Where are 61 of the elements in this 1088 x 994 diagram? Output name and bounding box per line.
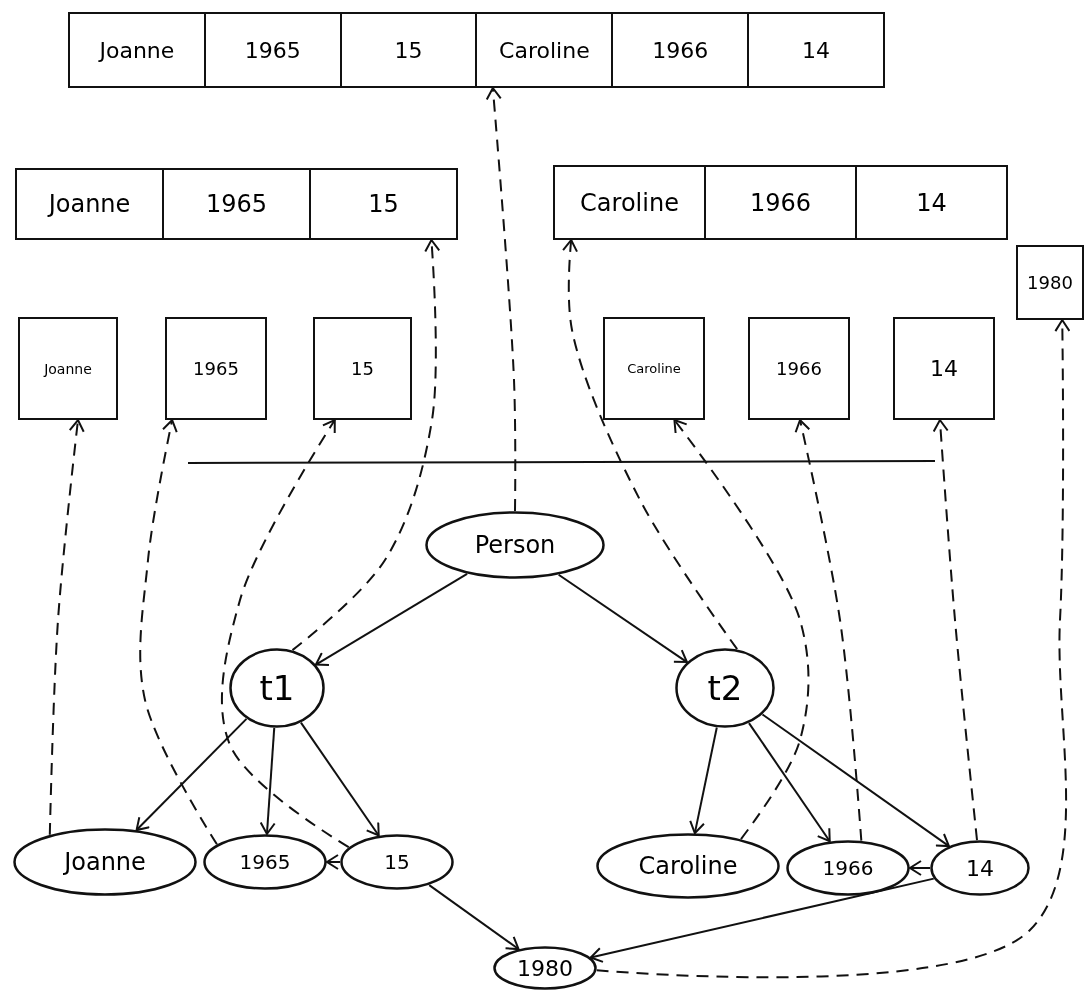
record-table <box>15 168 458 240</box>
table-cell: 1966 <box>706 167 857 238</box>
arrow <box>761 713 950 848</box>
dashed-arrow <box>291 239 441 652</box>
table-cell: Caroline <box>555 167 706 238</box>
dashed-arrow <box>673 419 810 840</box>
arrow <box>557 573 688 664</box>
box-label: Caroline <box>627 361 681 376</box>
node-label: t2 <box>707 668 743 708</box>
dashed-arrow <box>220 419 350 849</box>
record-table <box>553 165 1008 240</box>
table-cell-text: 14 <box>915 187 948 219</box>
table-cell: 1965 <box>205 14 342 86</box>
table-cell: 15 <box>341 14 478 86</box>
record-table <box>68 12 885 88</box>
arrow <box>689 726 718 835</box>
arrow <box>259 726 276 835</box>
dashed-arrow <box>562 239 739 651</box>
arrow <box>299 721 380 837</box>
table-cell: Caroline <box>477 14 614 86</box>
node-label: t1 <box>259 668 295 708</box>
value-box <box>893 317 995 420</box>
node-label: 1980 <box>517 955 573 981</box>
box-label: 1980 <box>1027 272 1073 293</box>
box-label: 14 <box>930 356 958 381</box>
node-label: 1966 <box>822 856 874 880</box>
table-cell: 1965 <box>164 170 311 238</box>
dashed-arrow <box>794 419 863 842</box>
value-box <box>603 317 705 420</box>
value-box <box>748 317 850 420</box>
arrow <box>135 717 248 832</box>
dashed-arrow <box>139 419 218 846</box>
dashed-arrow <box>48 419 85 836</box>
table-cell: Joanne <box>70 14 206 86</box>
arrow <box>748 722 831 843</box>
box-label: 15 <box>351 358 374 379</box>
arrow <box>326 854 341 870</box>
value-box <box>18 317 118 420</box>
value-box <box>165 317 267 420</box>
table-cell-text: 15 <box>367 189 400 220</box>
node-label: 14 <box>966 855 994 881</box>
table-cell: 1966 <box>613 14 750 86</box>
arrow <box>589 877 935 963</box>
arrow <box>909 860 931 876</box>
box-label: 1966 <box>776 358 822 379</box>
node-label: Joanne <box>64 848 146 876</box>
node-label: 15 <box>384 850 410 874</box>
table-cell: Joanne <box>17 170 164 238</box>
dashed-arrow <box>485 87 517 512</box>
dashed-arrow <box>932 419 978 842</box>
value-box <box>313 317 412 420</box>
box-label: 1965 <box>193 358 239 379</box>
node-label: Caroline <box>638 852 738 880</box>
box-label: Joanne <box>44 360 92 377</box>
value-box <box>1016 245 1084 320</box>
arrow <box>314 572 469 666</box>
arrow <box>428 884 520 951</box>
node-label: Person <box>474 531 556 559</box>
table-cell-text: 14 <box>801 36 832 65</box>
dashed-arrow <box>595 319 1071 979</box>
node-label: 1965 <box>239 850 291 874</box>
